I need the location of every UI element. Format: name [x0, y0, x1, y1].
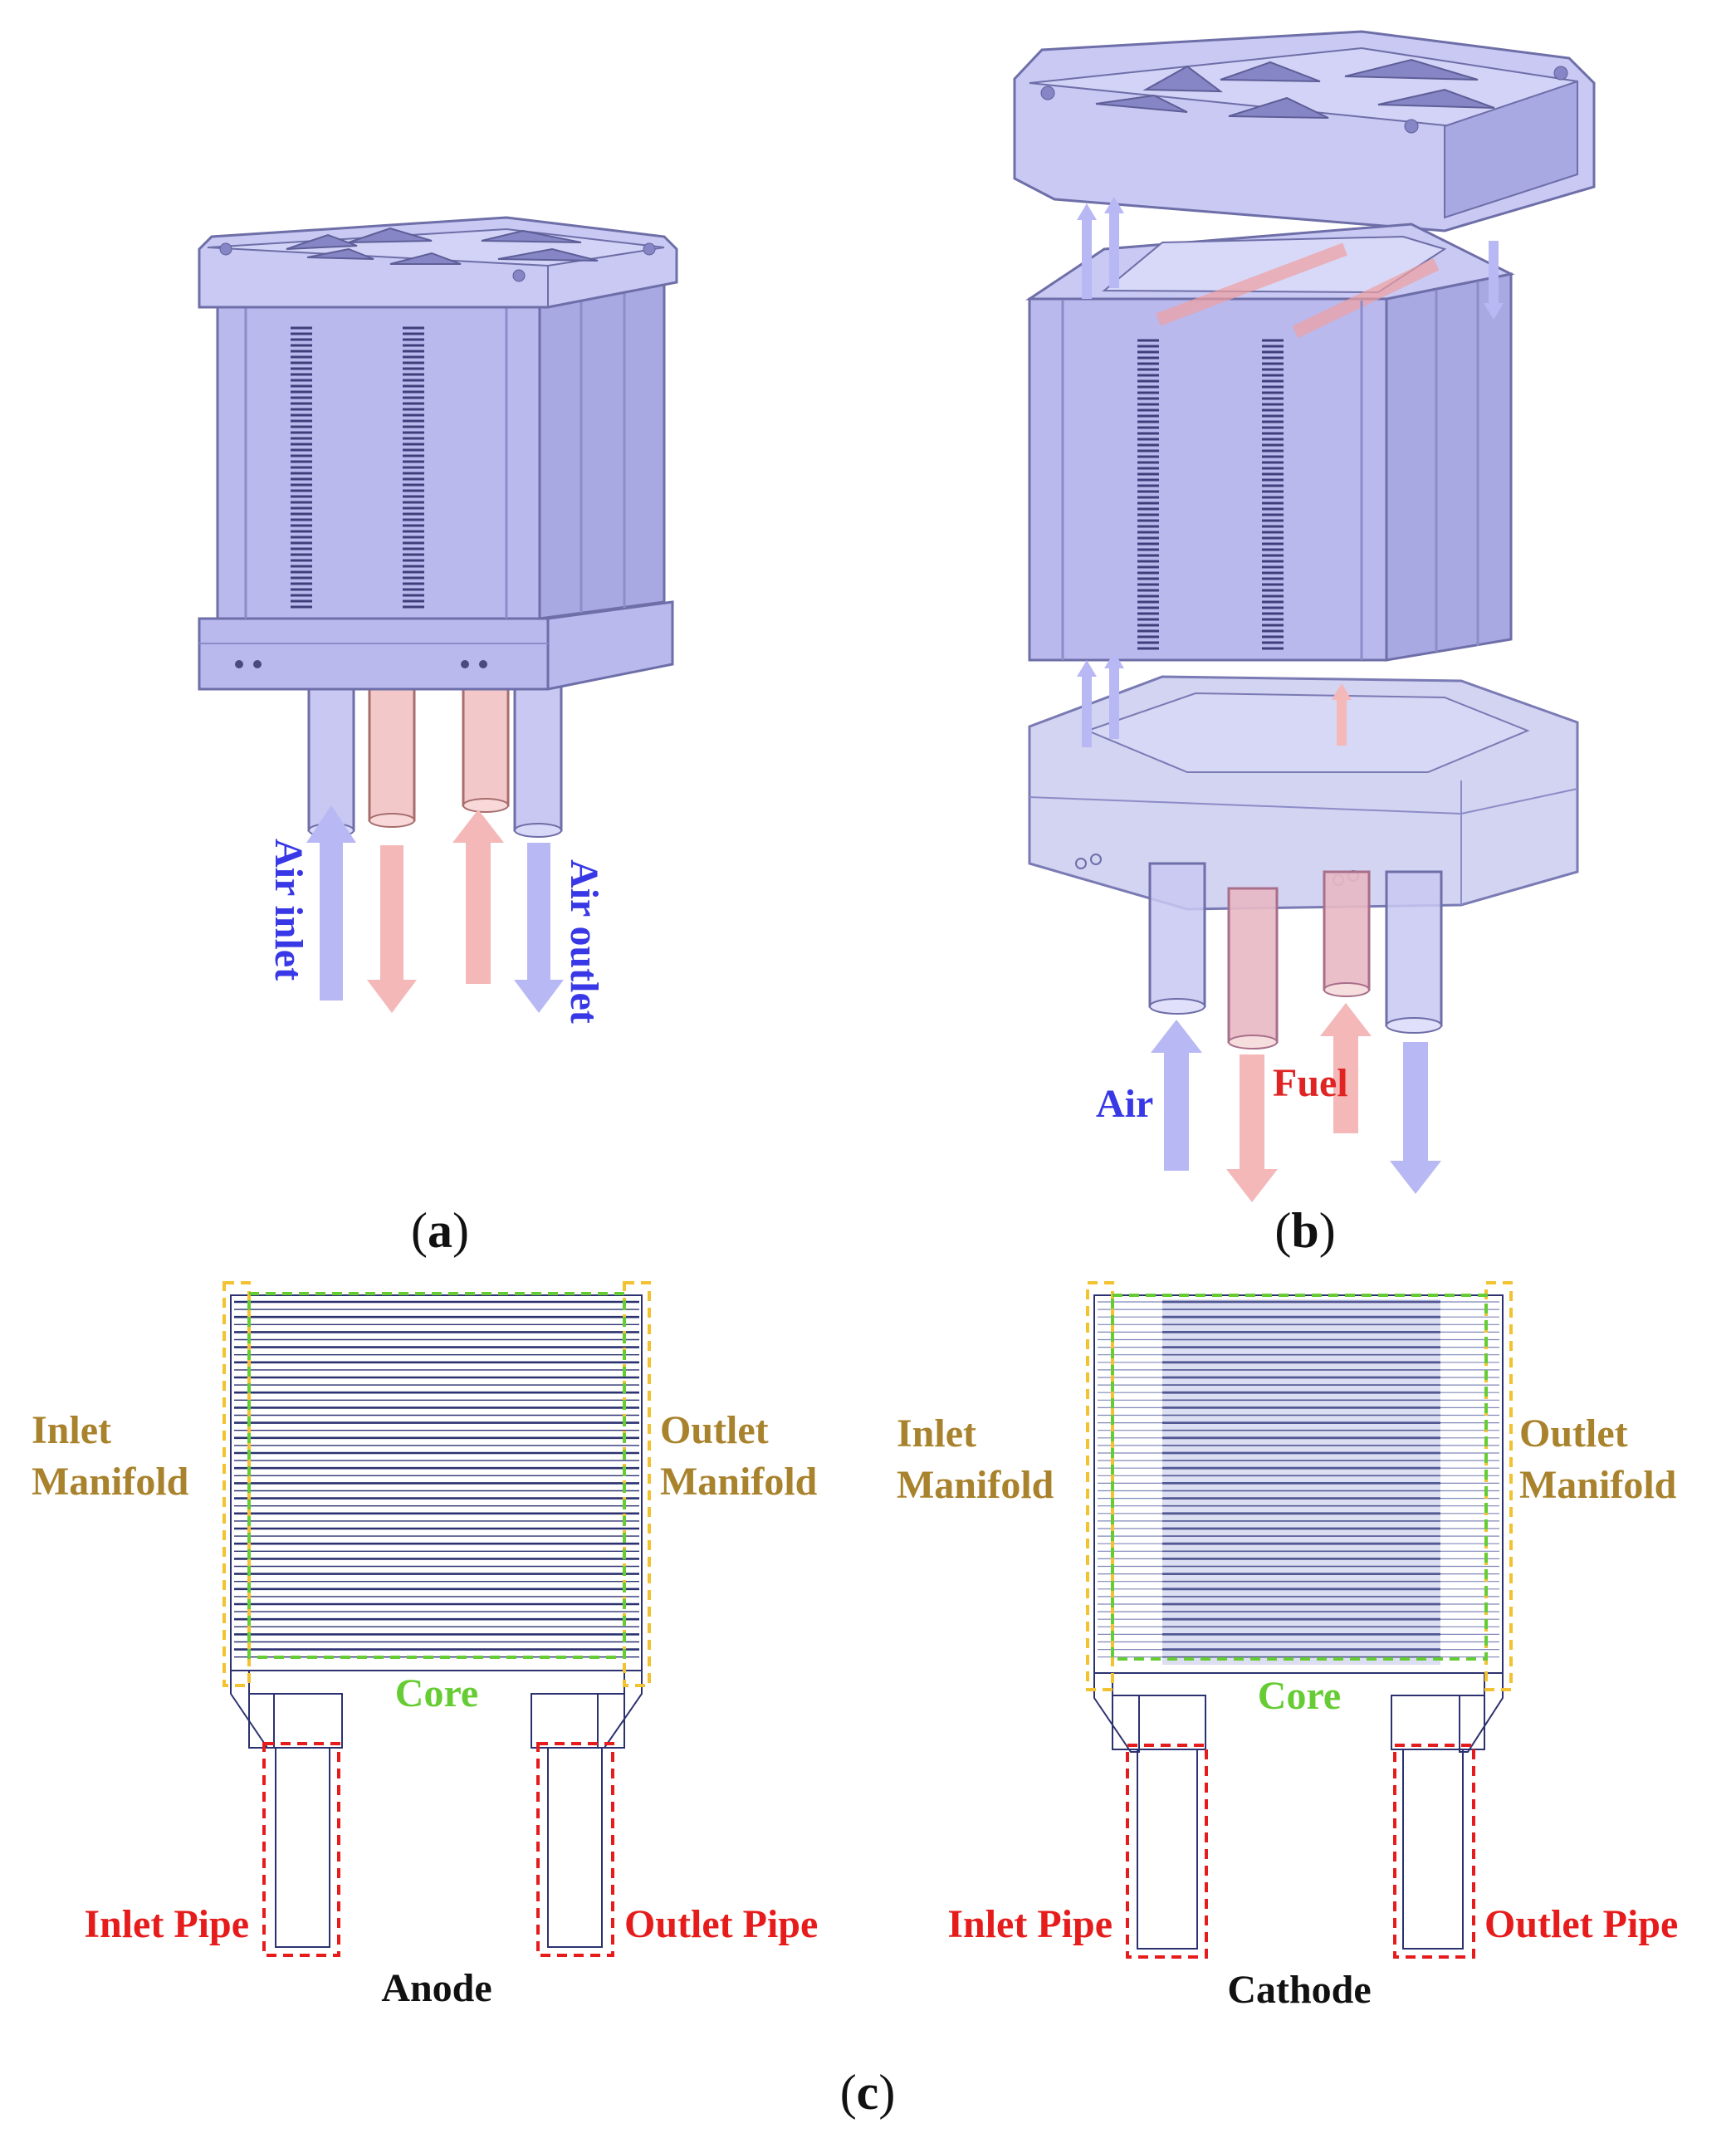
- panel-b-pipes: [1148, 862, 1443, 1049]
- air-outlet-arrow-down: [514, 843, 564, 1013]
- fuel-in-arrow-b: [1226, 1054, 1278, 1202]
- panel-a-stack-assembled: [198, 216, 678, 838]
- anode-core-box: [247, 1292, 626, 1659]
- cathode-inlet-pipe-box: [1126, 1744, 1208, 1959]
- anode-outlet-pipe-box: [536, 1742, 614, 1957]
- cathode-outlet-pipe-label: Outlet Pipe: [1484, 1902, 1678, 1946]
- panel-a-stack-body: [216, 297, 541, 620]
- pipe-fuel-outlet-b: [1323, 870, 1371, 991]
- anode-outlet-transition: [597, 1670, 643, 1749]
- panel-b-middle-stack: [1025, 223, 1515, 662]
- fuel-label-b: Fuel: [1273, 1061, 1348, 1105]
- panel-c-caption: (c): [840, 2065, 896, 2120]
- fuel-inlet-arrow-down: [367, 845, 417, 1013]
- anode-inlet-pipe-label: Inlet Pipe: [84, 1902, 249, 1946]
- panel-b-stack-exploded: [1013, 30, 1596, 1049]
- panel-b-bottom-manifold: [1028, 675, 1579, 911]
- anode-inlet-manifold-box: [223, 1281, 251, 1687]
- panel-a-pipes: [307, 679, 563, 838]
- panel-b-caption: (b): [1274, 1203, 1335, 1258]
- cathode-core-channels: [1098, 1299, 1499, 1665]
- anode-inlet-transition: [230, 1670, 275, 1749]
- air-outlet-label: Air outlet: [562, 859, 606, 1024]
- cathode-outlet-manifold-box: [1484, 1281, 1513, 1691]
- cathode-core-box: [1111, 1294, 1488, 1661]
- panel-a-channel-combs: [291, 326, 424, 609]
- anode-inlet-pipe-box: [262, 1742, 340, 1957]
- cathode-outlet-transition: [1459, 1672, 1504, 1753]
- fuel-outlet-arrow-up: [452, 810, 504, 984]
- air-in-arrow-b: [1151, 1020, 1202, 1171]
- air-inlet-arrow: [306, 805, 356, 1001]
- anode-outlet-pipe: [547, 1747, 603, 1948]
- panel-b-inner-flow-arrows: [1077, 197, 1504, 747]
- cathode-inlet-pipe-label: Inlet Pipe: [947, 1902, 1113, 1946]
- cathode-outlet-pipe: [1402, 1749, 1464, 1950]
- anode-title: Anode: [381, 1966, 491, 2010]
- pipe-air-outlet-b: [1385, 870, 1443, 1027]
- pipe-air-outlet-a: [513, 679, 563, 832]
- cathode-core-label: Core: [1258, 1674, 1341, 1718]
- pipe-fuel-outlet-a: [462, 679, 510, 807]
- air-inlet-label: Air inlet: [267, 839, 311, 981]
- panel-b-top-plate: [1013, 30, 1596, 232]
- anode-core-channels: [234, 1300, 639, 1658]
- cathode-outlet-pipe-box: [1393, 1744, 1475, 1959]
- cathode-title: Cathode: [1227, 1968, 1371, 2012]
- cathode-inlet-transition: [1093, 1672, 1140, 1753]
- cathode-schematic: [1086, 1281, 1513, 1959]
- cathode-inlet-pipe: [1137, 1749, 1198, 1950]
- pipe-air-inlet-b: [1148, 862, 1206, 1008]
- panel-b-flow-arrows: [1151, 1003, 1441, 1202]
- cathode-core-fill: [1162, 1299, 1440, 1665]
- pipe-fuel-inlet-b: [1227, 887, 1279, 1044]
- panel-a-caption: (a): [411, 1203, 469, 1258]
- anode-core-label: Core: [395, 1671, 478, 1715]
- fuel-out-arrow-b: [1320, 1003, 1372, 1133]
- anode-schematic: [223, 1281, 651, 1957]
- anode-outlet-pipe-label: Outlet Pipe: [624, 1902, 818, 1946]
- pipe-fuel-inlet-a: [368, 679, 416, 822]
- panel-a-flow-arrows: [306, 805, 564, 1013]
- anode-inlet-pipe: [275, 1747, 330, 1948]
- air-label-b: Air: [1096, 1082, 1153, 1126]
- cathode-inlet-manifold-box: [1086, 1281, 1114, 1691]
- air-out-arrow-b: [1390, 1042, 1441, 1194]
- panel-b-channel-combs: [1137, 339, 1284, 650]
